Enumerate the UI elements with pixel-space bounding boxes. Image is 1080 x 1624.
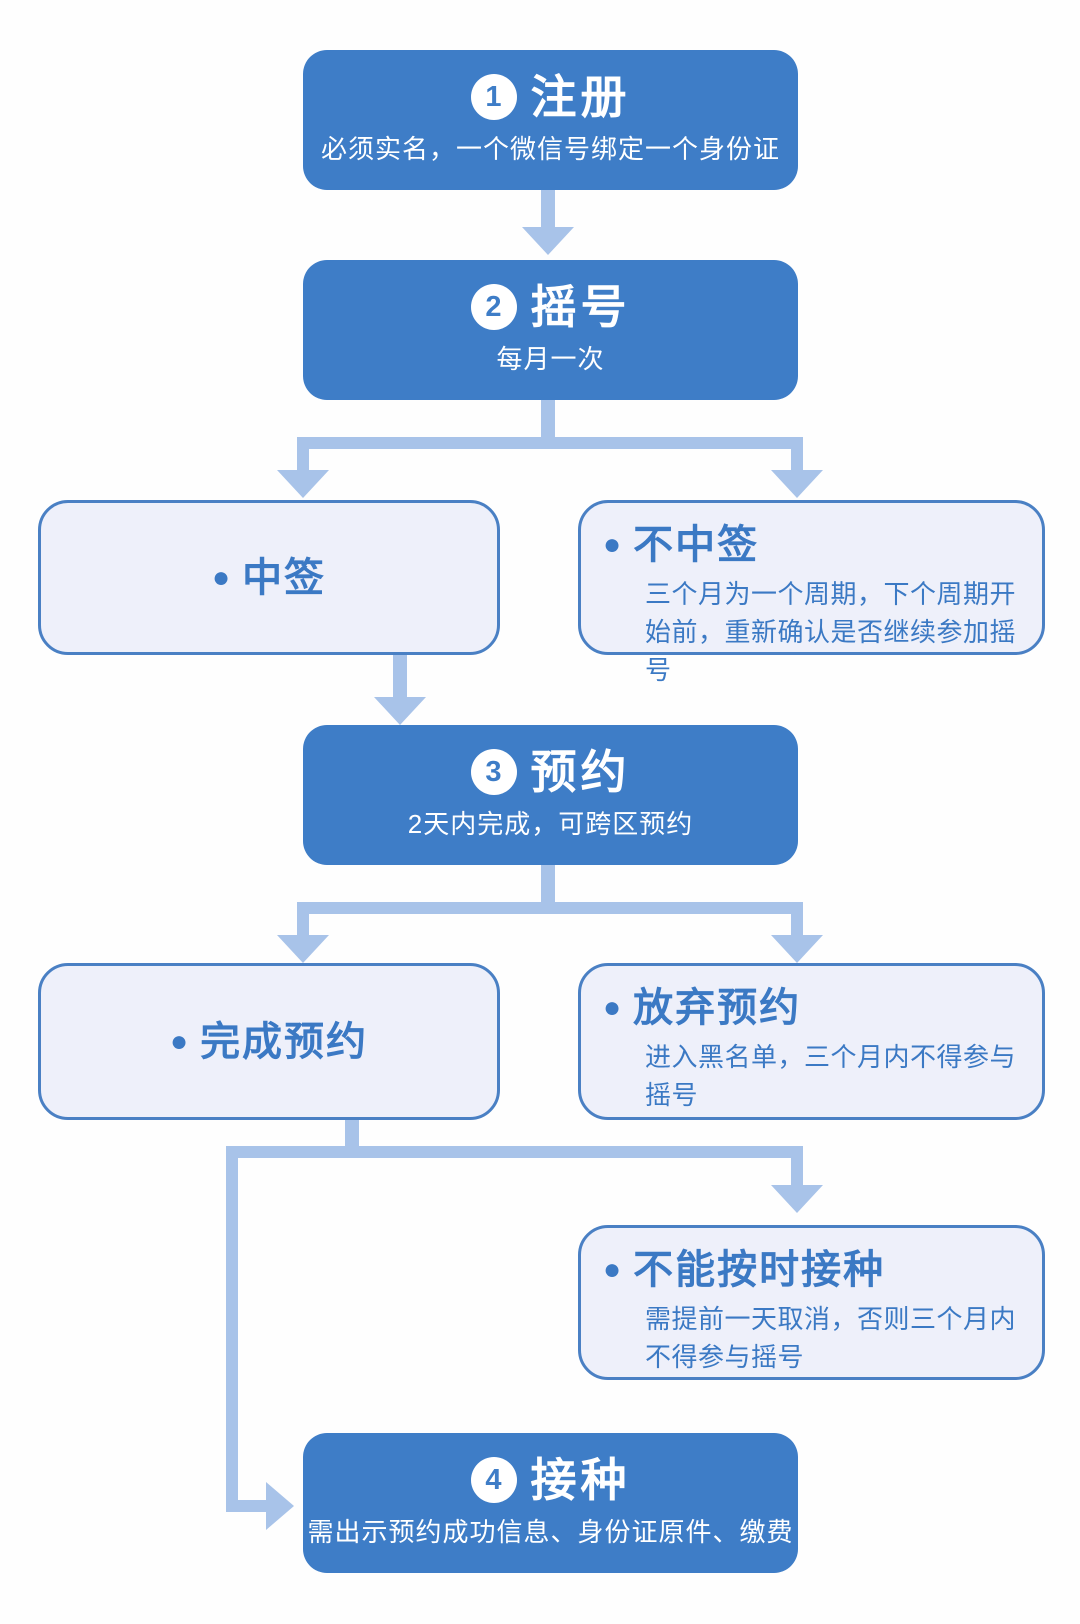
- connector-arm-left: [297, 914, 309, 935]
- bullet-icon: ●: [211, 560, 231, 594]
- connector-arm-right: [791, 449, 803, 470]
- step-number-badge: 1: [470, 74, 517, 120]
- step-box-4-vaccinate: 4 接种 需出示预约成功信息、身份证原件、缴费: [303, 1433, 798, 1573]
- bullet-icon: ●: [603, 1253, 622, 1286]
- result-title-row: ● 中签: [212, 556, 326, 600]
- arrow-head-icon: [266, 1482, 294, 1530]
- result-description: 进入黑名单，三个月内不得参与摇号: [645, 1042, 1017, 1110]
- result-box-cannot-vaccinate-on-time: ● 不能按时接种 需提前一天取消，否则三个月内不得参与摇号: [578, 1225, 1045, 1380]
- arrow-head-icon: [277, 470, 329, 498]
- result-title-row: ● 放弃预约: [603, 986, 1024, 1030]
- step-title-row: 2 摇号: [470, 281, 631, 333]
- arrow-head-icon: [771, 1185, 823, 1213]
- result-title-row: ● 不能按时接种: [603, 1248, 1024, 1292]
- connector-arm-left-long: [226, 1158, 238, 1512]
- connector-bar: [297, 902, 803, 914]
- connector-bar: [297, 437, 803, 449]
- arrow-shaft: [541, 190, 555, 227]
- connector-stem: [541, 865, 555, 902]
- result-title: 中签: [242, 555, 327, 600]
- result-box-win: ● 中签: [38, 500, 500, 655]
- step-box-2-lottery: 2 摇号 每月一次: [303, 260, 798, 400]
- step-title: 预约: [530, 746, 631, 798]
- step-number-badge: 2: [470, 284, 517, 330]
- bullet-icon: ●: [603, 528, 622, 561]
- result-box-complete-appointment: ● 完成预约: [38, 963, 500, 1120]
- bullet-icon: ●: [169, 1024, 189, 1058]
- result-title: 不中签: [633, 523, 760, 567]
- connector-stem: [541, 400, 555, 437]
- arrow-head-icon: [771, 935, 823, 963]
- result-description: 需提前一天取消，否则三个月内不得参与摇号: [645, 1304, 1017, 1372]
- arrow-shaft: [393, 655, 407, 697]
- step-box-1-register: 1 注册 必须实名，一个微信号绑定一个身份证: [303, 50, 798, 190]
- arrow-head-icon: [771, 470, 823, 498]
- connector-arm-left: [297, 449, 309, 470]
- step-number-badge: 4: [470, 1457, 517, 1503]
- connector-stem: [345, 1120, 359, 1146]
- step-subtitle: 2天内完成，可跨区预约: [407, 809, 694, 839]
- result-title-row: ● 不中签: [603, 523, 1024, 567]
- step-subtitle: 每月一次: [496, 344, 605, 374]
- step-title: 摇号: [530, 281, 631, 333]
- step-box-3-appointment: 3 预约 2天内完成，可跨区预约: [303, 725, 798, 865]
- result-description: 三个月为一个周期，下个周期开始前，重新确认是否继续参加摇号: [645, 579, 1017, 685]
- result-box-abandon-appointment: ● 放弃预约 进入黑名单，三个月内不得参与摇号: [578, 963, 1045, 1120]
- step-number-badge: 3: [470, 749, 517, 795]
- result-title: 放弃预约: [633, 986, 802, 1030]
- step-subtitle: 必须实名，一个微信号绑定一个身份证: [320, 134, 780, 164]
- result-title: 完成预约: [200, 1019, 369, 1064]
- connector-arm-right: [791, 1158, 803, 1185]
- step-title-row: 1 注册: [470, 71, 631, 123]
- step-title: 注册: [530, 71, 631, 123]
- result-title: 不能按时接种: [633, 1248, 886, 1292]
- step-title-row: 4 接种: [470, 1454, 631, 1506]
- result-box-not-win: ● 不中签 三个月为一个周期，下个周期开始前，重新确认是否继续参加摇号: [578, 500, 1045, 685]
- bullet-icon: ●: [603, 991, 622, 1024]
- step-title-row: 3 预约: [470, 746, 631, 798]
- step-title: 接种: [530, 1454, 631, 1506]
- connector-arm-right: [791, 914, 803, 935]
- result-title-row: ● 完成预约: [170, 1020, 368, 1064]
- step-subtitle: 需出示预约成功信息、身份证原件、缴费: [307, 1517, 794, 1547]
- connector-bar: [226, 1146, 803, 1158]
- connector-elbow-bottom: [226, 1500, 266, 1512]
- arrow-head-icon: [374, 697, 426, 725]
- arrow-head-icon: [522, 227, 574, 255]
- arrow-head-icon: [277, 935, 329, 963]
